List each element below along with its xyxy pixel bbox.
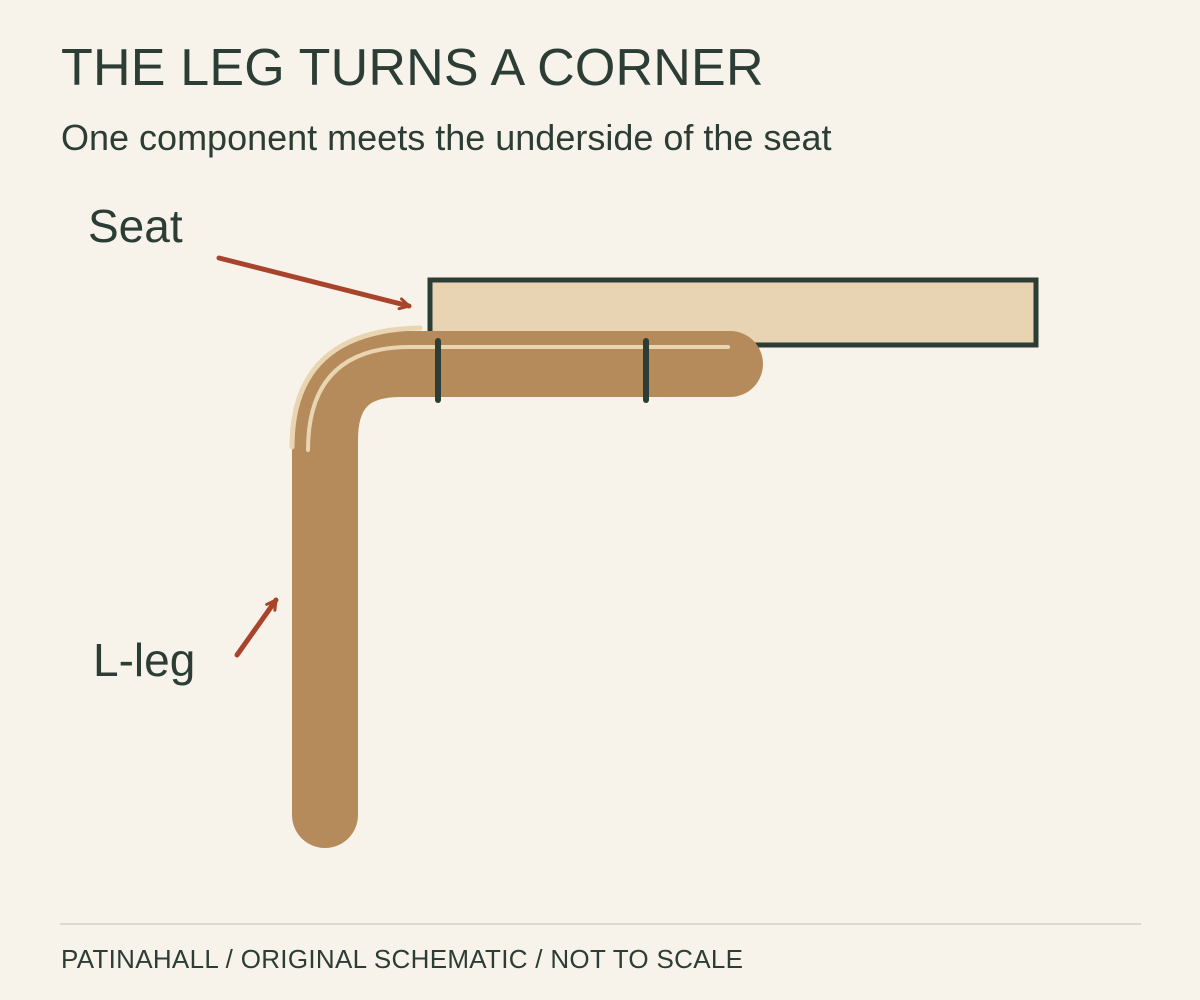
l-leg (292, 331, 763, 848)
leg-highlight-line (306, 345, 730, 452)
page-subtitle: One component meets the underside of the… (61, 117, 832, 158)
footer-divider (60, 923, 1141, 925)
leg-label: L-leg (93, 634, 195, 686)
page-title: THE LEG TURNS A CORNER (61, 39, 764, 97)
footer-credit: PATINAHALL / ORIGINAL SCHEMATIC / NOT TO… (61, 944, 744, 974)
leg-outer-edge (289, 325, 423, 450)
leg-arrow (234, 597, 279, 658)
seat-arrow (216, 255, 412, 311)
seat-label: Seat (88, 200, 183, 252)
